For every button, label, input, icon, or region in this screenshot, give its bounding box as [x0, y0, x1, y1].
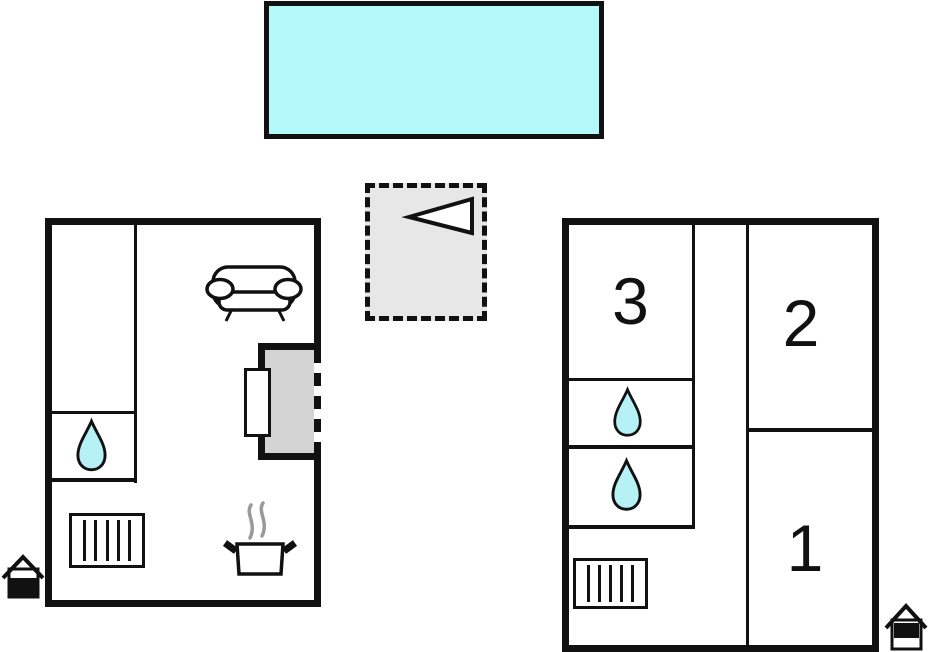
alcove-dashed-opening [314, 350, 321, 453]
wall-top [45, 218, 321, 225]
wall-right [872, 218, 879, 652]
bath-divider-wall [569, 445, 695, 449]
radiator-icon [573, 558, 648, 609]
entrance-area [365, 183, 487, 321]
ground-floor-building [45, 218, 321, 607]
sofa-icon [205, 265, 303, 322]
water-drop-icon [613, 386, 642, 437]
water-drop-icon [76, 417, 107, 472]
wall-left [45, 218, 52, 607]
bath-bottom-wall [569, 525, 695, 529]
alcove-wall-bottom [258, 453, 321, 460]
radiator-bars [75, 520, 140, 561]
partition-horizontal-2 [52, 478, 137, 482]
upper-floor-house-icon [884, 603, 928, 651]
radiator-bars [579, 565, 642, 602]
door [244, 368, 271, 437]
radiator-icon [69, 513, 145, 568]
partition-horizontal-1 [52, 411, 137, 414]
wall-top [562, 218, 879, 225]
wall-bottom [562, 645, 879, 652]
corridor-wall-right [746, 225, 749, 645]
room-label-2: 2 [782, 286, 820, 360]
wall-right-lower [314, 453, 321, 607]
swimming-pool [264, 1, 604, 139]
water-drop-icon [611, 456, 642, 511]
stove-icon [222, 501, 298, 576]
direction-arrow-icon [401, 196, 474, 236]
room3-bottom-wall [569, 378, 695, 381]
room2-bottom-wall [746, 428, 872, 432]
partition-vertical [134, 225, 137, 483]
alcove-area [265, 350, 314, 453]
room-label-3: 3 [612, 264, 649, 338]
corridor-wall-left [692, 225, 695, 529]
wall-bottom [45, 600, 321, 607]
ground-floor-house-icon [1, 554, 45, 599]
wall-right-upper [314, 218, 321, 350]
room-label-1: 1 [786, 511, 824, 585]
alcove-wall-top [258, 343, 321, 350]
upper-floor-building: 3 2 1 [562, 218, 879, 652]
wall-left [562, 218, 569, 652]
